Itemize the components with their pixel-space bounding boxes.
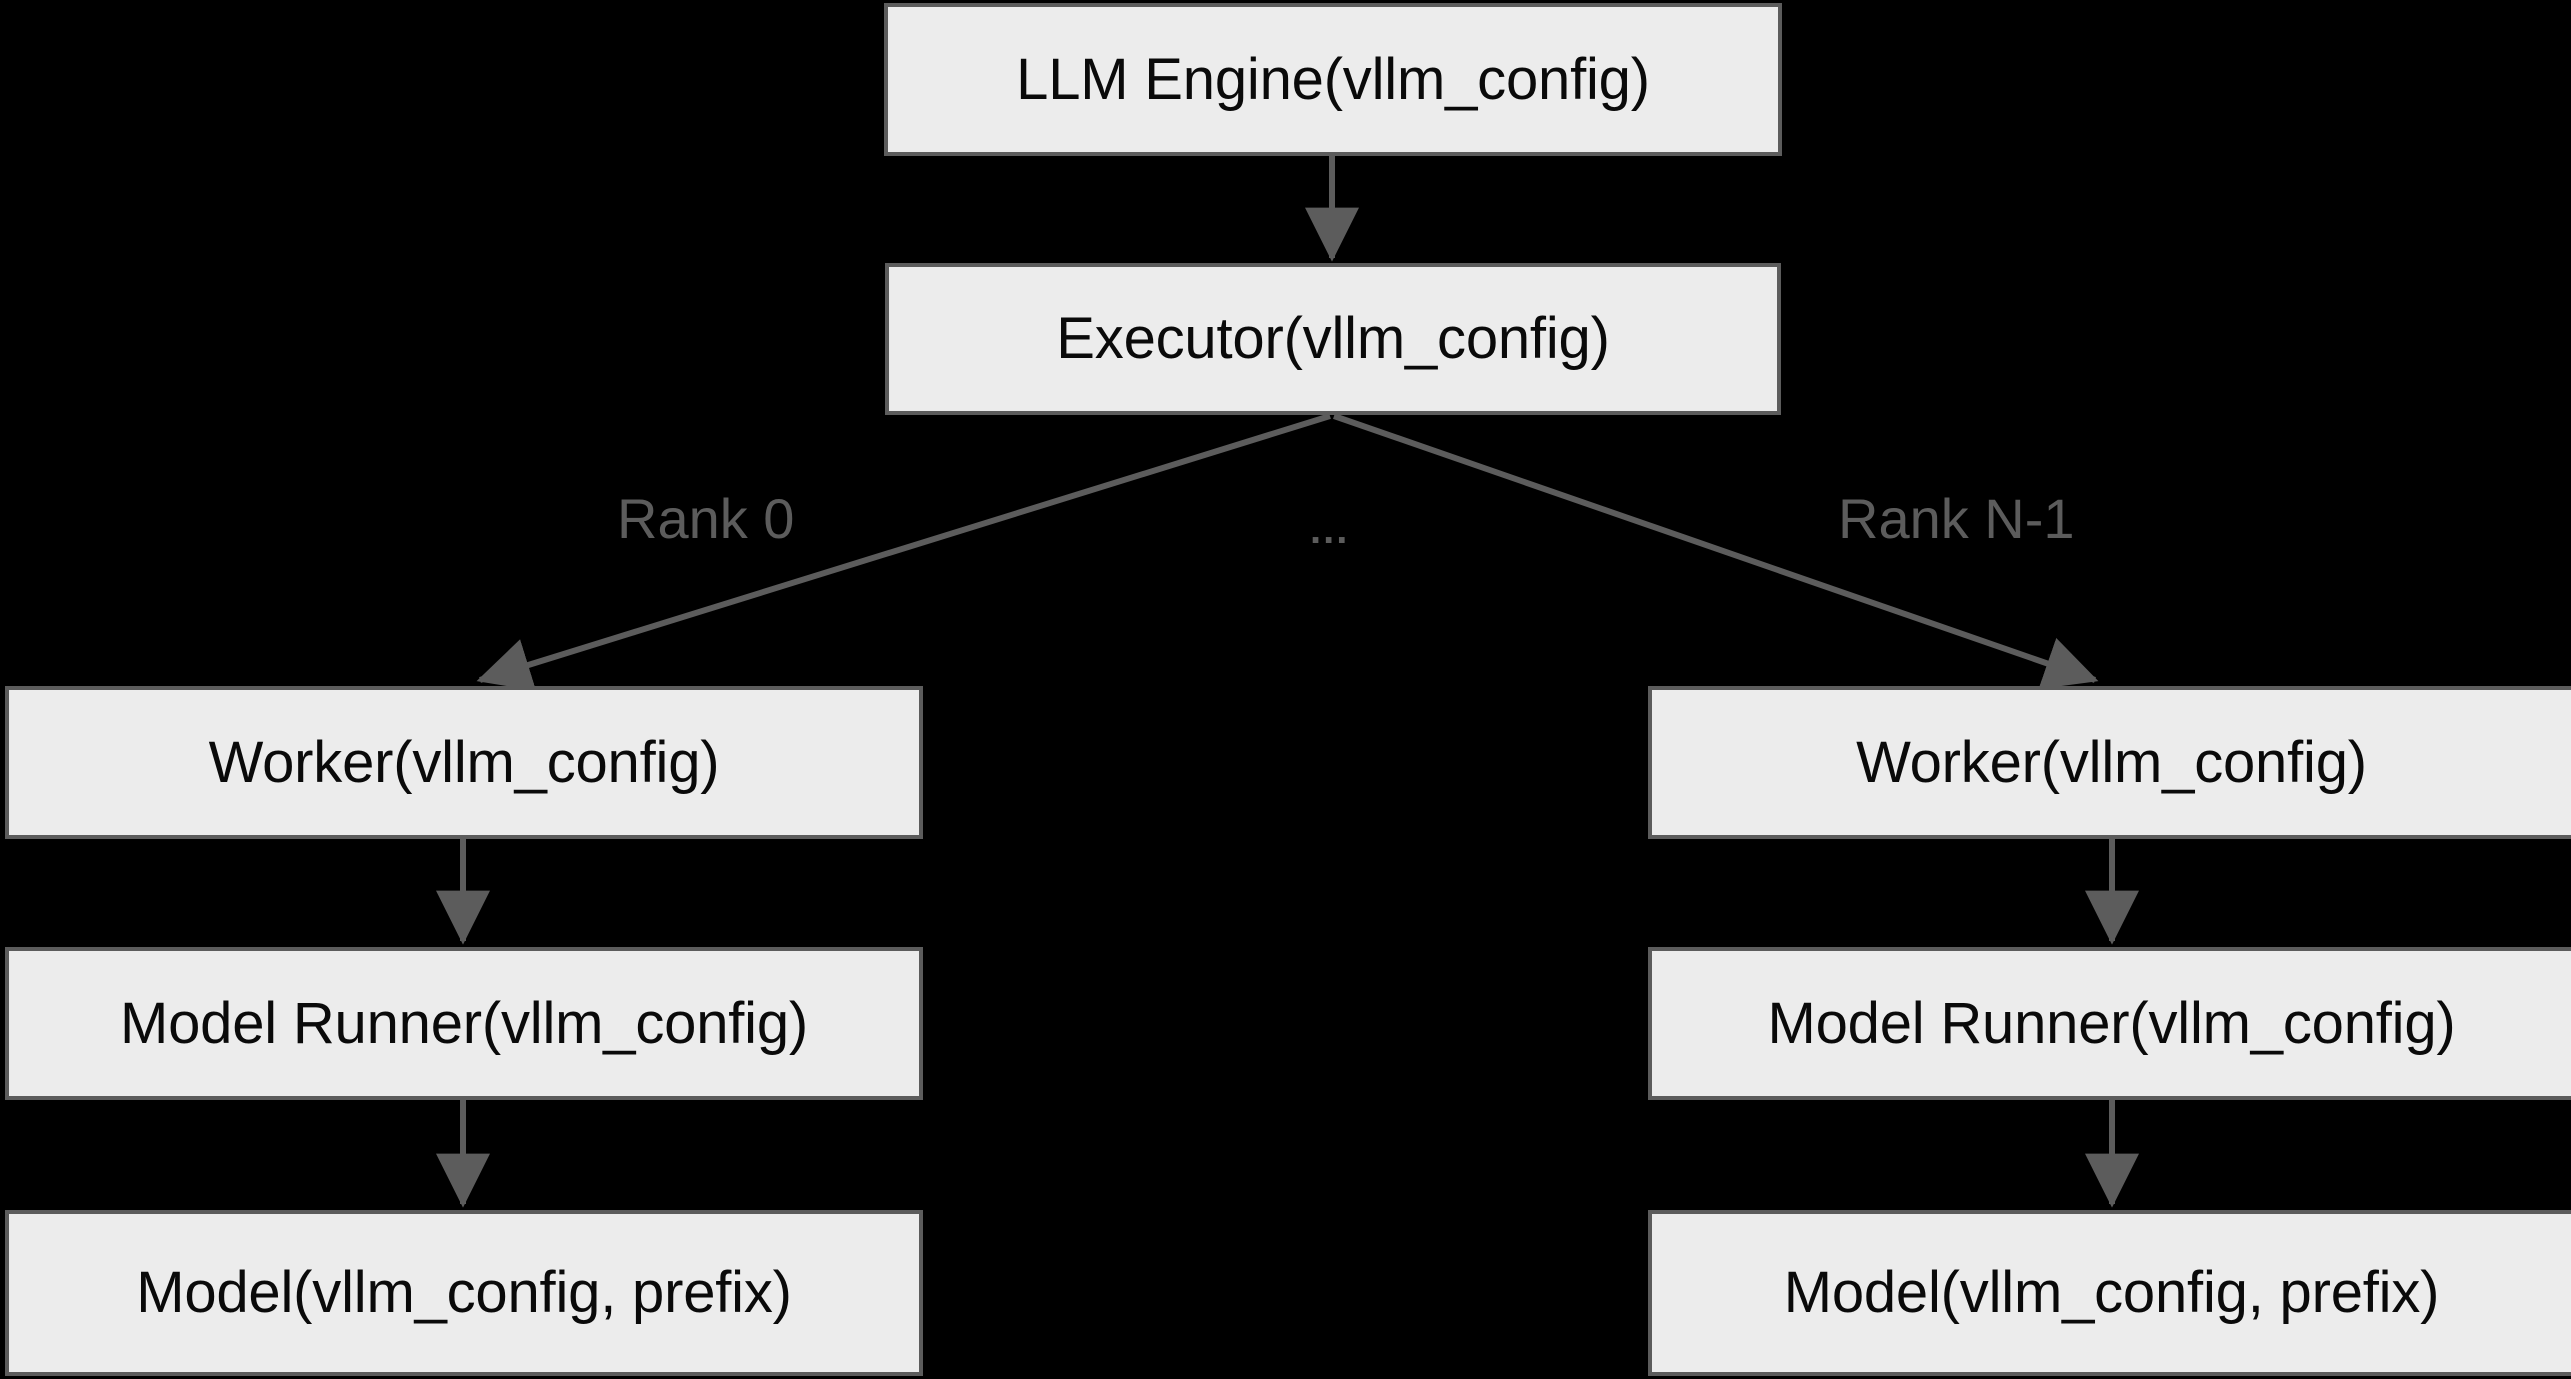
edge-label-ellipsis: ... xyxy=(1310,508,1350,552)
node-model-runner-rank0-label: Model Runner(vllm_config) xyxy=(119,990,809,1056)
node-worker-rankn-label: Worker(vllm_config) xyxy=(1856,729,2367,795)
node-model-rankn[interactable]: Model(vllm_config, prefix) xyxy=(1648,1210,2571,1376)
node-model-runner-rankn-label: Model Runner(vllm_config) xyxy=(1767,990,2456,1056)
node-executor-label: Executor(vllm_config) xyxy=(1056,306,1610,372)
node-model-rankn-label: Model(vllm_config, prefix) xyxy=(1783,1260,2440,1326)
edge-label-rank-0: Rank 0 xyxy=(617,487,795,550)
node-model-runner-rank0[interactable]: Model Runner(vllm_config) xyxy=(5,947,923,1100)
edge-label-rank-n-1: Rank N-1 xyxy=(1838,487,2075,550)
node-model-rank0-label: Model(vllm_config, prefix) xyxy=(136,1260,792,1326)
node-worker-rankn[interactable]: Worker(vllm_config) xyxy=(1648,686,2571,839)
node-executor[interactable]: Executor(vllm_config) xyxy=(885,263,1781,415)
node-model-rank0[interactable]: Model(vllm_config, prefix) xyxy=(5,1210,923,1376)
node-model-runner-rankn[interactable]: Model Runner(vllm_config) xyxy=(1648,947,2571,1100)
node-worker-rank0-label: Worker(vllm_config) xyxy=(208,729,720,795)
node-llm-engine[interactable]: LLM Engine(vllm_config) xyxy=(884,3,1782,156)
node-worker-rank0[interactable]: Worker(vllm_config) xyxy=(5,686,923,839)
node-llm-engine-label: LLM Engine(vllm_config) xyxy=(1016,46,1650,112)
edge-executor-to-worker-rank0 xyxy=(476,413,1331,691)
